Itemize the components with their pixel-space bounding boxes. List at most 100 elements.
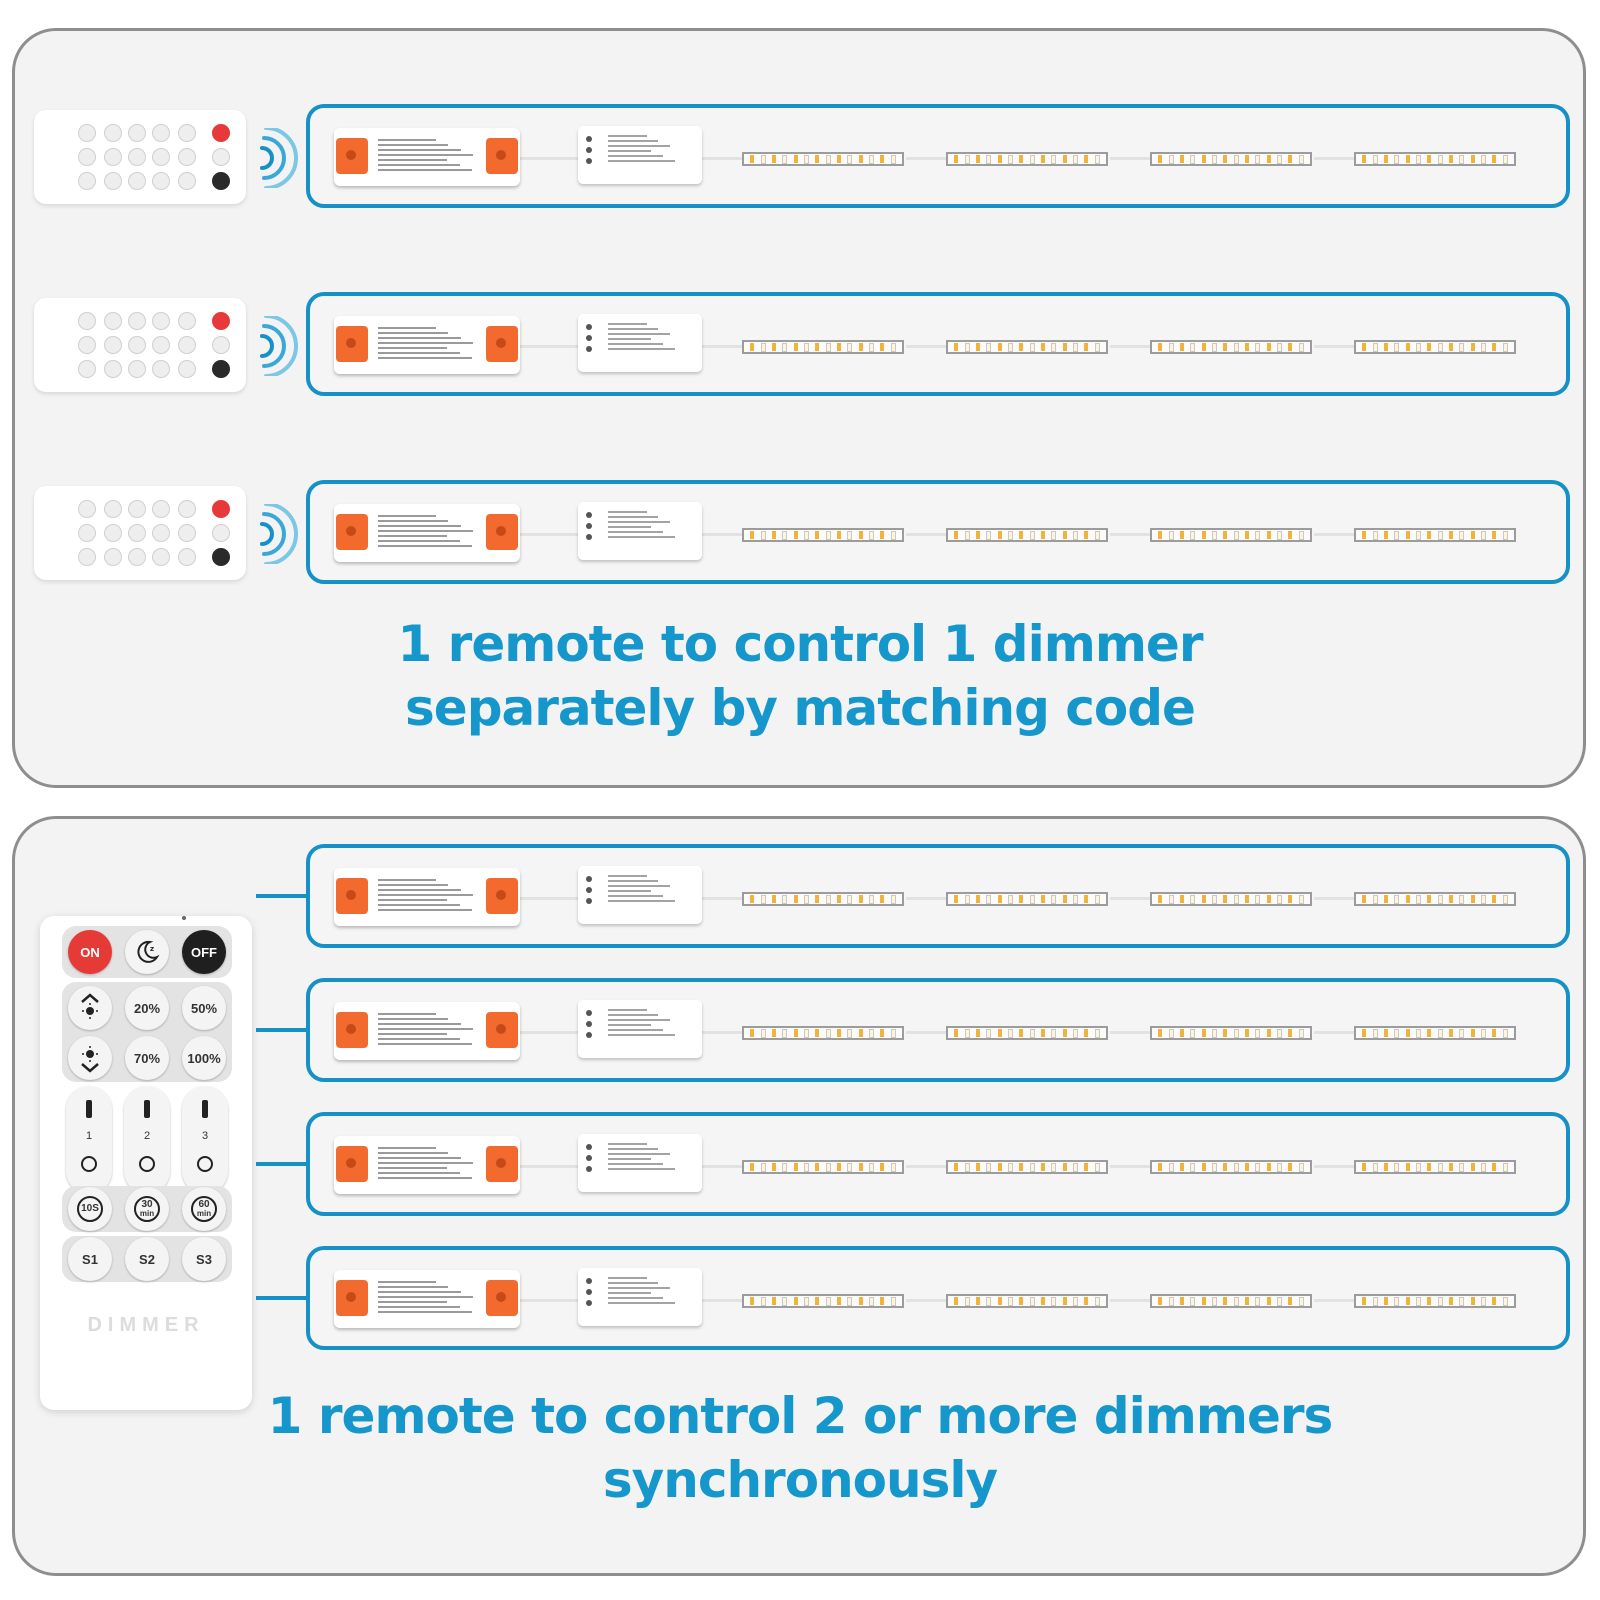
remote-button[interactable]	[128, 548, 146, 566]
remote-button[interactable]	[78, 548, 96, 566]
remote-button[interactable]	[152, 148, 170, 166]
dimmer-module-label	[608, 320, 678, 360]
power-supply-label	[378, 324, 474, 364]
cable	[520, 1165, 578, 1168]
scene-s3-button[interactable]: S3	[182, 1237, 226, 1281]
remote-button[interactable]	[128, 500, 146, 518]
remote-button[interactable]	[128, 336, 146, 354]
cable	[1314, 533, 1356, 536]
night-mode-button[interactable]: z	[125, 930, 169, 974]
remote-button[interactable]	[212, 336, 230, 354]
remote-button[interactable]	[152, 548, 170, 566]
cable	[906, 345, 948, 348]
remote-button[interactable]	[152, 172, 170, 190]
zone-1-toggle[interactable]: 1	[66, 1086, 112, 1194]
remote-button[interactable]	[152, 336, 170, 354]
remote-button[interactable]	[128, 360, 146, 378]
remote-button[interactable]	[152, 524, 170, 542]
remote-button[interactable]	[128, 312, 146, 330]
remote-button[interactable]	[104, 360, 122, 378]
brightness-50-button[interactable]: 50%	[182, 986, 226, 1030]
cable	[1314, 345, 1356, 348]
remote-button[interactable]	[178, 148, 196, 166]
remote-button[interactable]	[178, 500, 196, 518]
cable	[520, 897, 578, 900]
caption-line-2: separately by matching code	[405, 679, 1196, 737]
brightness-20-button[interactable]: 20%	[125, 986, 169, 1030]
on-button[interactable]	[212, 500, 230, 518]
caption-line-1: 1 remote to control 1 dimmer	[397, 615, 1203, 673]
remote-button[interactable]	[104, 124, 122, 142]
brightness-70-button[interactable]: 70%	[125, 1036, 169, 1080]
remote-button[interactable]	[178, 524, 196, 542]
remote-button[interactable]	[128, 124, 146, 142]
remote-button[interactable]	[78, 312, 96, 330]
brightness-down-button[interactable]	[68, 1036, 112, 1080]
dimmer-module-label	[608, 872, 678, 912]
power-supply-label	[378, 1144, 474, 1184]
power-supply-end-cap	[486, 1146, 518, 1182]
off-button[interactable]	[212, 172, 230, 190]
remote-button[interactable]	[78, 148, 96, 166]
power-supply-end-cap	[486, 878, 518, 914]
remote-button[interactable]	[78, 524, 96, 542]
off-button[interactable]: OFF	[182, 930, 226, 974]
on-button[interactable]	[212, 312, 230, 330]
remote-button[interactable]	[104, 548, 122, 566]
remote-button[interactable]	[178, 360, 196, 378]
remote-button[interactable]	[152, 312, 170, 330]
remote-button[interactable]	[152, 124, 170, 142]
mini-remote	[34, 110, 246, 204]
remote-button[interactable]	[128, 524, 146, 542]
led-strip	[946, 1026, 1108, 1040]
led-strip	[1354, 152, 1516, 166]
remote-button[interactable]	[104, 336, 122, 354]
brightness-100-button[interactable]: 100%	[182, 1036, 226, 1080]
remote-button[interactable]	[104, 500, 122, 518]
remote-button[interactable]	[152, 500, 170, 518]
off-icon	[81, 1156, 97, 1172]
remote-button[interactable]	[212, 524, 230, 542]
remote-button[interactable]	[78, 124, 96, 142]
timer-10s-button[interactable]: 10S	[68, 1187, 112, 1231]
remote-button[interactable]	[178, 124, 196, 142]
remote-button[interactable]	[128, 172, 146, 190]
cable	[702, 897, 742, 900]
remote-button[interactable]	[78, 500, 96, 518]
remote-button[interactable]	[212, 148, 230, 166]
remote-button[interactable]	[178, 172, 196, 190]
remote-button[interactable]	[104, 312, 122, 330]
off-button[interactable]	[212, 548, 230, 566]
on-button[interactable]	[212, 124, 230, 142]
remote-button[interactable]	[78, 360, 96, 378]
on-button[interactable]: ON	[68, 930, 112, 974]
signal-wave	[260, 334, 274, 358]
remote-button[interactable]	[78, 336, 96, 354]
remote-button[interactable]	[178, 548, 196, 566]
led-strip	[1354, 892, 1516, 906]
wireless-dimmer-module	[578, 126, 702, 184]
remote-button[interactable]	[104, 148, 122, 166]
remote-button[interactable]	[78, 172, 96, 190]
remote-button[interactable]	[152, 360, 170, 378]
scene-s1-button[interactable]: S1	[68, 1237, 112, 1281]
dimmer-row	[306, 480, 1570, 584]
remote-button[interactable]	[104, 524, 122, 542]
cable	[1314, 1299, 1356, 1302]
scene-s2-button[interactable]: S2	[125, 1237, 169, 1281]
zone-3-toggle[interactable]: 3	[182, 1086, 228, 1194]
remote-button[interactable]	[178, 312, 196, 330]
off-button[interactable]	[212, 360, 230, 378]
zone-2-toggle[interactable]: 2	[124, 1086, 170, 1194]
remote-button[interactable]	[104, 172, 122, 190]
led-strip	[1150, 1026, 1312, 1040]
power-supply-end-cap	[336, 514, 368, 550]
remote-button[interactable]	[128, 148, 146, 166]
led-strip	[1150, 528, 1312, 542]
brightness-up-button[interactable]	[68, 986, 112, 1030]
remote-button[interactable]	[178, 336, 196, 354]
wireless-dimmer-module	[578, 1000, 702, 1058]
